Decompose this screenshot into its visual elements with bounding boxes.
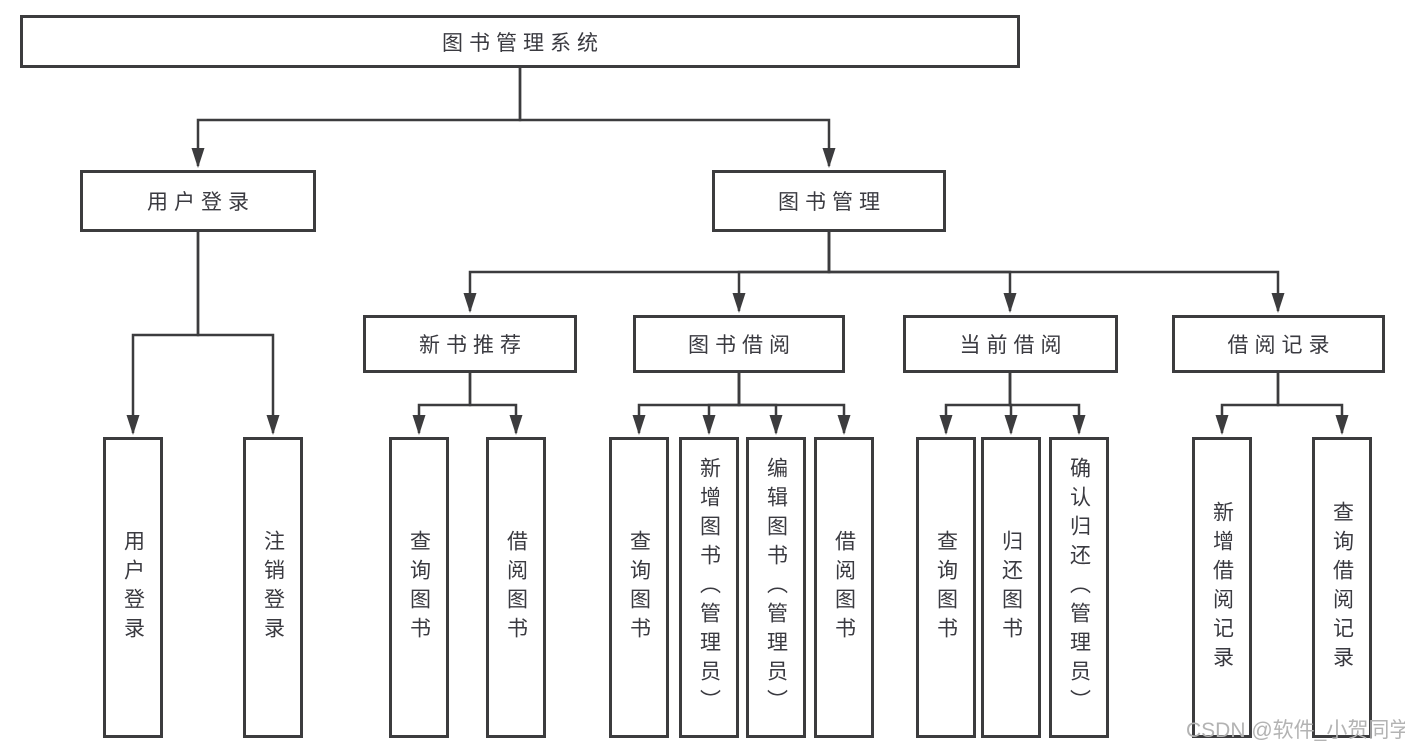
leaf-add-books-admin: 新增图书（管理员）	[679, 437, 739, 738]
leaf-return-books-label: 归还图书	[999, 529, 1023, 646]
node-current-borrowing: 当前借阅	[903, 315, 1118, 373]
node-user-login-label: 用户登录	[147, 191, 255, 214]
node-book-management-label: 图书管理	[778, 191, 886, 214]
leaf-add-borrow-record: 新增借阅记录	[1192, 437, 1252, 738]
leaf-user-login: 用户登录	[103, 437, 163, 738]
node-book-management: 图书管理	[712, 170, 946, 232]
leaf-borrow-books-recommend-label: 借阅图书	[504, 529, 528, 646]
node-new-book-recommend: 新书推荐	[363, 315, 577, 373]
leaf-confirm-return-admin-label: 确认归还（管理员）	[1067, 457, 1091, 718]
node-book-borrowing: 图书借阅	[633, 315, 845, 373]
leaf-query-books-current: 查询图书	[916, 437, 976, 738]
leaf-edit-books-admin-label: 编辑图书（管理员）	[764, 457, 788, 718]
leaf-borrow-books-label: 借阅图书	[832, 529, 856, 646]
node-borrowing-records-label: 借阅记录	[1227, 334, 1336, 357]
leaf-add-books-admin-label: 新增图书（管理员）	[697, 457, 721, 718]
leaf-query-borrow-record: 查询借阅记录	[1312, 437, 1372, 738]
csdn-watermark: CSDN @软件_小贺同学	[1186, 719, 1405, 742]
leaf-user-login-label: 用户登录	[121, 529, 145, 646]
leaf-confirm-return-admin: 确认归还（管理员）	[1049, 437, 1109, 738]
leaf-query-books-borrowing-label: 查询图书	[627, 529, 651, 646]
node-root: 图书管理系统	[20, 15, 1020, 68]
leaf-query-books-recommend-label: 查询图书	[407, 529, 431, 646]
leaf-query-books-recommend: 查询图书	[389, 437, 449, 738]
leaf-query-borrow-record-label: 查询借阅记录	[1330, 500, 1354, 675]
leaf-logout: 注销登录	[243, 437, 303, 738]
leaf-query-books-borrowing: 查询图书	[609, 437, 669, 738]
node-book-borrowing-label: 图书借阅	[688, 334, 796, 357]
leaf-edit-books-admin: 编辑图书（管理员）	[746, 437, 806, 738]
leaf-borrow-books: 借阅图书	[814, 437, 874, 738]
node-borrowing-records: 借阅记录	[1172, 315, 1385, 373]
node-new-book-recommend-label: 新书推荐	[419, 334, 527, 357]
leaf-add-borrow-record-label: 新增借阅记录	[1210, 500, 1234, 675]
leaf-logout-label: 注销登录	[261, 529, 285, 646]
leaf-borrow-books-recommend: 借阅图书	[486, 437, 546, 738]
leaf-query-books-current-label: 查询图书	[934, 529, 958, 646]
node-root-label: 图书管理系统	[442, 31, 604, 55]
node-current-borrowing-label: 当前借阅	[959, 334, 1068, 357]
node-user-login: 用户登录	[80, 170, 316, 232]
leaf-return-books: 归还图书	[981, 437, 1041, 738]
